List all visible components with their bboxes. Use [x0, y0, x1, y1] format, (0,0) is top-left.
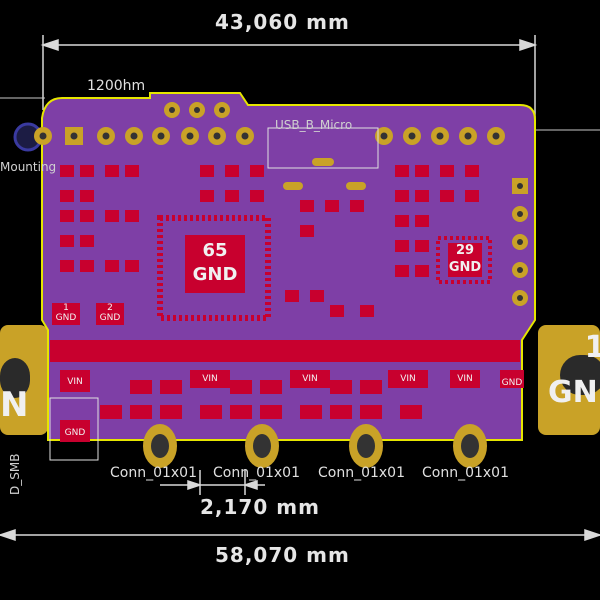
right-header-pins[interactable]	[512, 178, 528, 306]
dimension-top-label: 43,060 mm	[215, 10, 350, 34]
smd-components	[60, 165, 479, 419]
diode-label: D_SMB	[8, 453, 22, 495]
diode-outline	[49, 397, 99, 461]
dimension-pad-spacing	[160, 470, 265, 495]
conn-label-3: Conn_01x01	[318, 465, 406, 481]
copper-bus-bar	[50, 340, 520, 362]
dimension-bottom	[0, 528, 600, 542]
pad-pin2-label: 2	[107, 303, 113, 313]
pad-pin1-label: 1	[63, 303, 69, 313]
pad-gnd-label-2: GND	[501, 378, 523, 388]
small-chip[interactable]	[436, 236, 492, 284]
pad-vin-label-4: VIN	[400, 374, 416, 384]
labelled-pads	[52, 303, 524, 442]
conn-label-2: Conn_01x01	[213, 465, 301, 481]
dimension-pad-spacing-label: 2,170 mm	[200, 495, 320, 519]
main-chip-net: GND	[192, 264, 238, 285]
bottom-pads[interactable]	[143, 424, 487, 468]
usb-connector-label: USB_B_Micro	[275, 118, 353, 132]
pad-vin-label-5: VIN	[457, 374, 473, 384]
small-chip-net: GND	[448, 260, 482, 275]
pad-vin-label-3: VIN	[302, 374, 318, 384]
main-chip[interactable]	[157, 215, 271, 321]
conn-label-1: Conn_01x01	[110, 465, 198, 481]
resistor-label: 1200hm	[87, 78, 146, 94]
pad-gnd-label-3: GND	[55, 313, 77, 323]
top-header-pins[interactable]	[34, 102, 505, 145]
small-chip-number: 29	[455, 243, 475, 258]
right-pad-net: GND	[548, 375, 600, 410]
pad-vin-label-2: VIN	[202, 374, 218, 384]
pad-gnd-label-4: GND	[99, 313, 121, 323]
mounting-label: Mounting	[0, 160, 57, 174]
dimension-top	[40, 35, 538, 130]
conn-label-4: Conn_01x01	[422, 465, 510, 481]
main-chip-number: 65	[202, 240, 228, 261]
usb-connector[interactable]	[267, 127, 379, 169]
dimension-bottom-label: 58,070 mm	[215, 543, 350, 567]
pad-vin-label-1: VIN	[67, 377, 83, 387]
left-pad-net: N	[0, 385, 29, 425]
pad-gnd-label-1: GND	[64, 428, 86, 438]
right-pad-number: 1	[584, 330, 600, 365]
